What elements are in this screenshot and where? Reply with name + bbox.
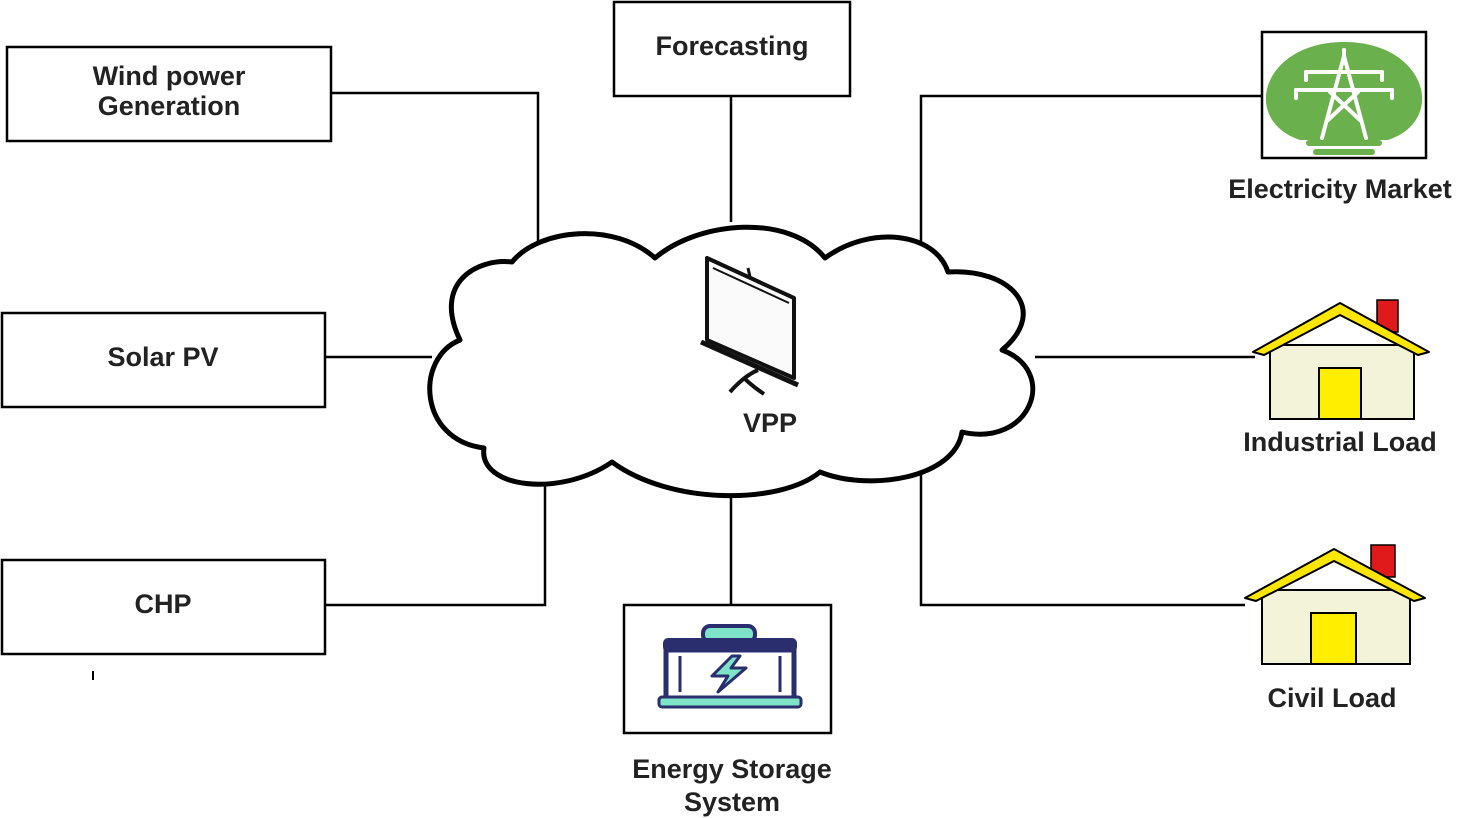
industrial-load-node[interactable]: Industrial Load <box>1243 299 1437 457</box>
battery-icon <box>657 624 803 709</box>
connectors <box>325 91 1262 632</box>
wind-generation-node[interactable]: Wind power Generation <box>5 45 333 143</box>
wind-generation-label-line2: Generation <box>98 91 241 121</box>
energy-storage-node[interactable]: Energy Storage System <box>622 603 833 817</box>
vpp-cloud[interactable] <box>427 224 1036 499</box>
energy-storage-label-line2: System <box>684 787 780 817</box>
house-icon <box>1252 299 1430 420</box>
electricity-market-label: Electricity Market <box>1228 174 1452 204</box>
solar-pv-node[interactable]: Solar PV <box>0 311 327 409</box>
chp-node[interactable]: CHP <box>0 558 327 656</box>
wind-generation-label-line1: Wind power <box>93 61 246 91</box>
presentation-screen-icon <box>699 256 800 396</box>
connector-wind <box>331 91 540 245</box>
connector-chp <box>325 478 547 607</box>
forecasting-label: Forecasting <box>655 31 808 61</box>
house-icon <box>1244 544 1426 665</box>
connector-market <box>919 94 1262 245</box>
civil-load-label: Civil Load <box>1267 683 1396 713</box>
electricity-market-node[interactable]: Electricity Market <box>1228 30 1452 204</box>
industrial-load-label: Industrial Load <box>1243 427 1437 457</box>
civil-load-node[interactable]: Civil Load <box>1244 544 1426 713</box>
connector-civil <box>919 465 1245 607</box>
energy-storage-label-line1: Energy Storage <box>632 754 832 784</box>
chp-label: CHP <box>134 589 191 619</box>
vpp-label: VPP <box>743 408 797 438</box>
solar-pv-label: Solar PV <box>107 342 218 372</box>
forecasting-node[interactable]: Forecasting <box>612 0 852 98</box>
power-tower-icon <box>1265 42 1423 155</box>
